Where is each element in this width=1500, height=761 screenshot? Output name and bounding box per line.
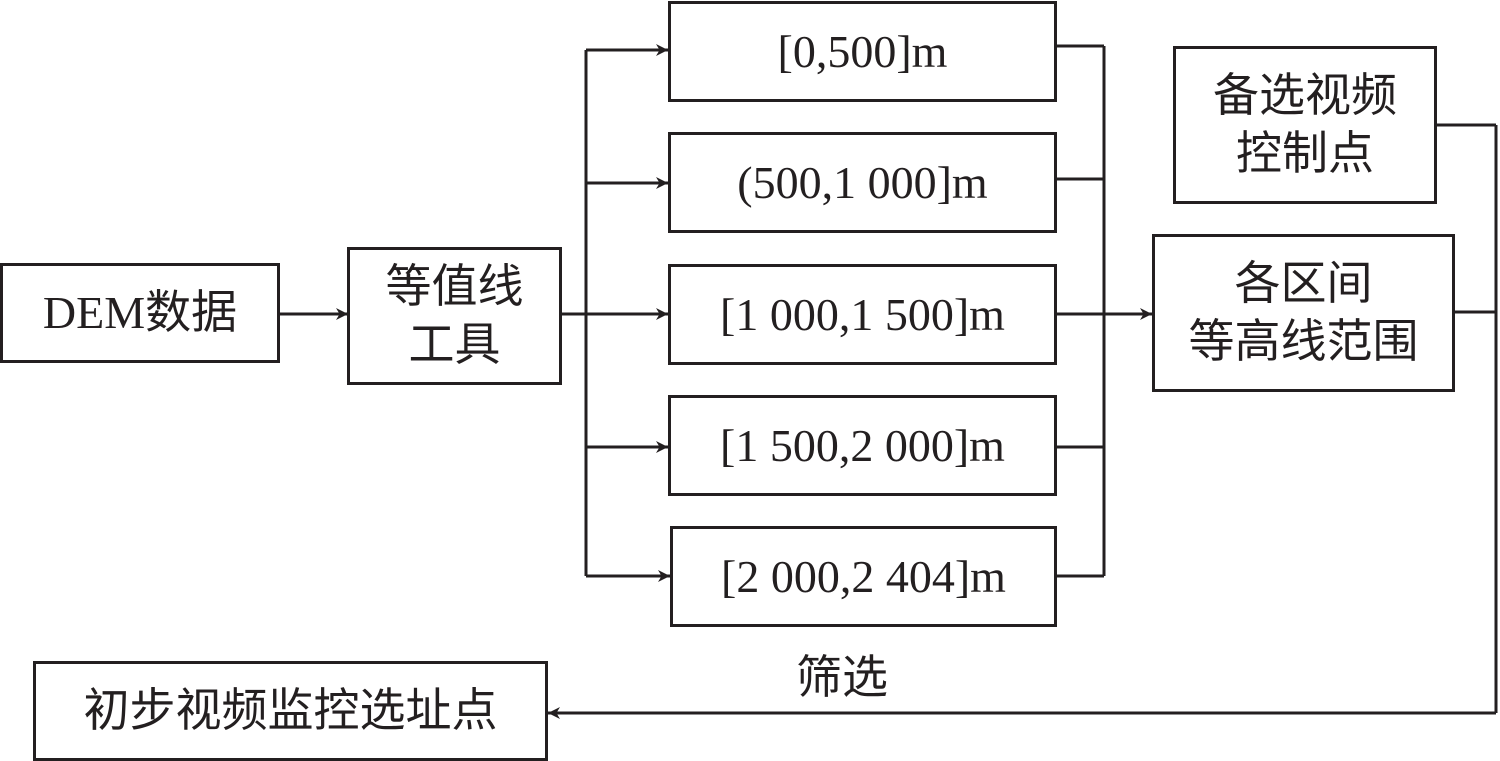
range-node-1: [0,500]m <box>668 1 1057 102</box>
candidate-label-line1: 备选视频 <box>1213 70 1397 121</box>
range-node-5: [2 000,2 404]m <box>670 526 1057 627</box>
preliminary-site-label: 初步视频监控选址点 <box>83 685 498 736</box>
preliminary-site-node: 初步视频监控选址点 <box>33 661 548 761</box>
range-node-3: [1 000,1 500]m <box>668 264 1057 365</box>
range-node-4: [1 500,2 000]m <box>668 395 1057 496</box>
range-node-2: (500,1 000]m <box>668 132 1057 233</box>
candidate-control-point-node: 备选视频 控制点 <box>1173 46 1437 204</box>
range-label-1: [0,500]m <box>777 25 948 77</box>
range-label-5: [2 000,2 404]m <box>721 550 1006 602</box>
range-label-4: [1 500,2 000]m <box>720 419 1005 471</box>
dem-data-node: DEM数据 <box>0 263 280 363</box>
filter-edge-label: 筛选 <box>796 652 888 703</box>
dem-data-label: DEM数据 <box>42 287 238 338</box>
contour-tool-label-line1: 等值线 <box>385 261 524 312</box>
contour-tool-node: 等值线 工具 <box>347 247 562 385</box>
range-label-2: (500,1 000]m <box>737 156 988 208</box>
contour-range-node: 各区间 等高线范围 <box>1152 234 1455 392</box>
candidate-label-line2: 控制点 <box>1236 128 1374 179</box>
contour-tool-label-line2: 工具 <box>408 319 501 370</box>
contour-range-label-line2: 等高线范围 <box>1188 316 1419 367</box>
contour-range-label-line1: 各区间 <box>1234 258 1373 309</box>
range-label-3: [1 000,1 500]m <box>720 288 1005 340</box>
